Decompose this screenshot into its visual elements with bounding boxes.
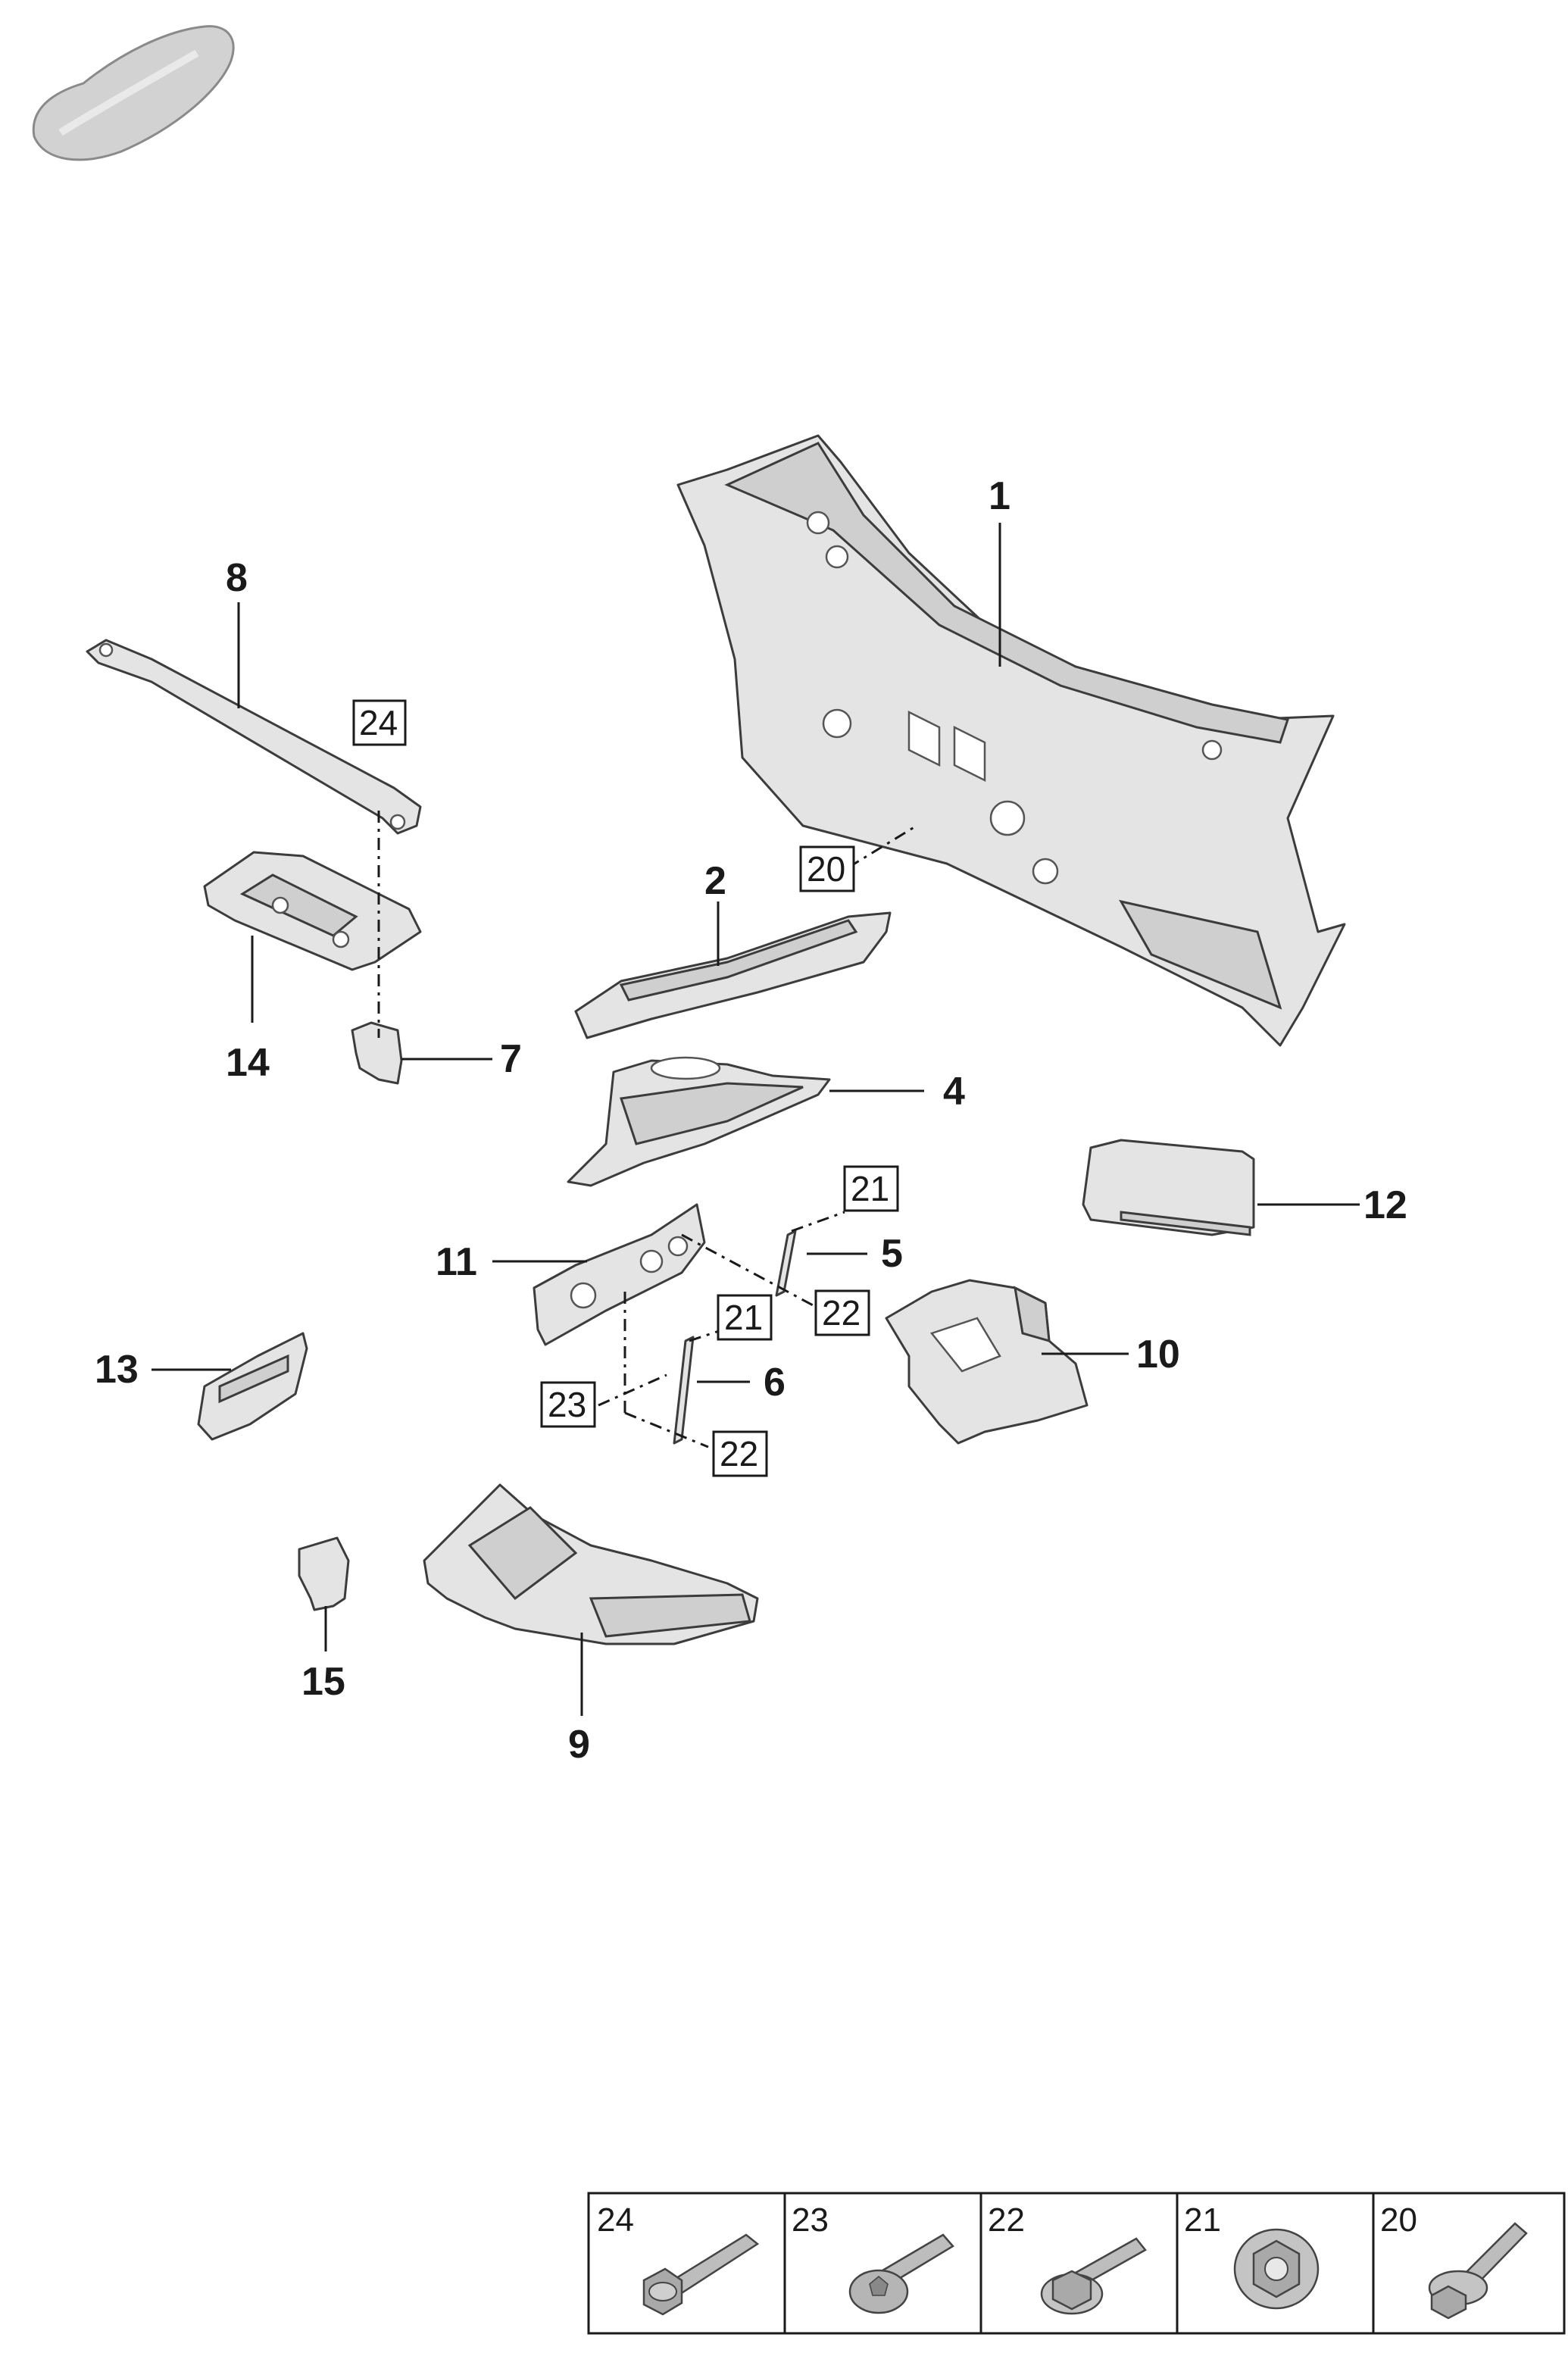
part-7-clip [351,1021,403,1085]
car-silhouette-icon [32,25,235,161]
part-14-tray [203,851,422,971]
boxed-ref-21-a: 21 [851,1169,889,1208]
callout-2: 2 [704,859,726,903]
part-4-wheelhouse-panel [567,1056,831,1187]
bolt-with-shoulder-icon [642,2233,760,2316]
part-12-panel [1082,1139,1255,1236]
callout-11: 11 [436,1240,477,1284]
callout-7: 7 [500,1037,522,1081]
fastener-label-22: 22 [988,2201,1025,2239]
part-15-bracket [298,1536,350,1611]
boxed-ref-22-a: 22 [822,1293,861,1333]
callout-10: 10 [1136,1333,1180,1376]
callout-12: 12 [1363,1183,1407,1227]
part-6-strip [673,1336,695,1445]
part-13-bracket [197,1332,308,1441]
part-9-longitudinal [423,1483,759,1645]
part-8-cross-member [86,639,422,835]
callout-4: 4 [943,1070,965,1114]
fastener-label-24: 24 [597,2201,634,2239]
fastener-label-23: 23 [792,2201,829,2239]
callout-13: 13 [95,1348,139,1392]
boxed-references: 24 20 21 22 21 23 22 [352,699,899,1477]
part-11-bracket [533,1203,706,1346]
boxed-ref-21-b: 21 [724,1298,763,1337]
fastener-label-20: 20 [1380,2201,1417,2239]
part-5-strip [775,1230,797,1297]
hex-flange-nut-icon [1233,2228,1320,2310]
torx-bolt-icon [848,2233,954,2314]
boxed-ref-23: 23 [548,1385,586,1424]
fastener-table: 24 23 22 21 20 [587,2192,1566,2335]
part-2-bracket [574,911,892,1039]
part-10-bracket [885,1279,1089,1445]
callout-14: 14 [226,1041,270,1085]
leader-lines [151,523,1360,1716]
fastener-label-21: 21 [1184,2201,1221,2239]
boxed-ref-24: 24 [359,703,398,742]
hex-flange-bolt-icon [1040,2237,1147,2315]
part-1-bulkhead [676,434,1346,1047]
callout-6: 6 [764,1361,786,1405]
callout-8: 8 [226,556,248,600]
callout-9: 9 [568,1723,590,1767]
callout-labels: 1 2 4 5 6 7 8 9 10 11 12 13 14 15 [95,474,1407,1767]
stud-bolt-icon [1428,2222,1528,2320]
boxed-ref-22-b: 22 [720,1434,758,1473]
callout-15: 15 [301,1660,345,1704]
callout-1: 1 [989,474,1010,518]
boxed-ref-20: 20 [807,849,845,889]
callout-5: 5 [881,1232,903,1276]
